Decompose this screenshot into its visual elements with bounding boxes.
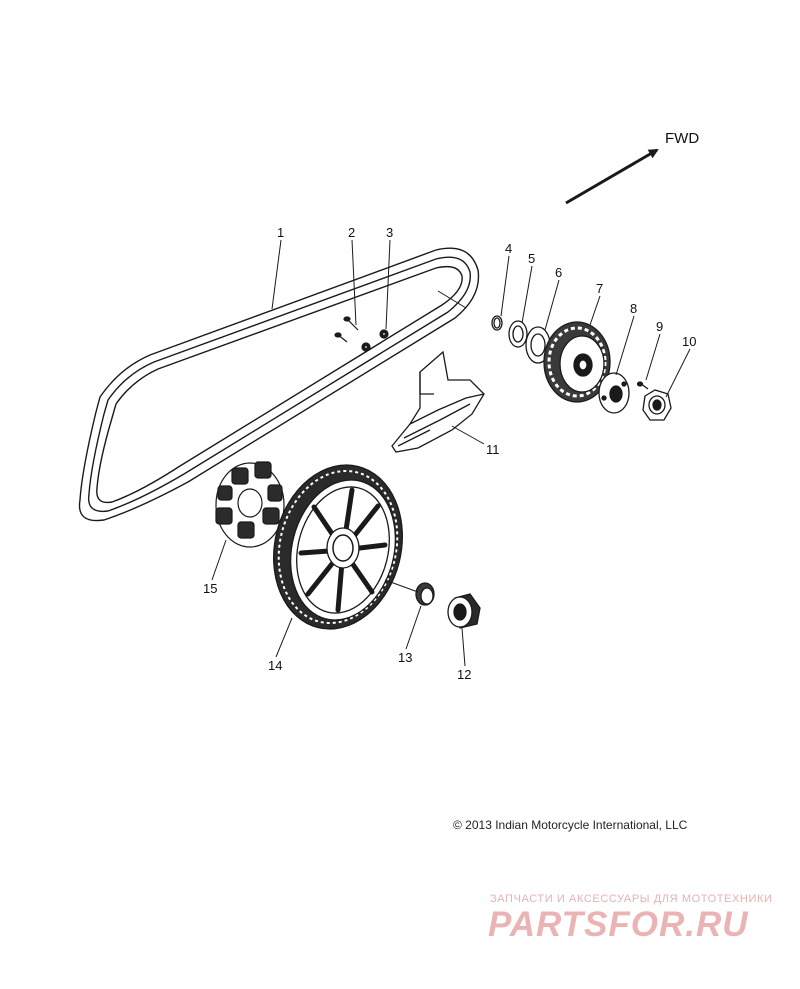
watermark-logo: PARTSFOR.RU <box>488 905 749 944</box>
callout-3: 3 <box>386 225 393 240</box>
rear-pulley <box>273 464 403 630</box>
fwd-arrow-icon <box>565 148 659 205</box>
bolt-part-2 <box>334 316 359 343</box>
callout-5: 5 <box>528 251 535 266</box>
callout-14: 14 <box>268 658 282 673</box>
callout-7: 7 <box>596 281 603 296</box>
screw-part-9 <box>636 381 649 390</box>
wheel-spacer <box>415 582 435 606</box>
watermark-tagline: ЗАПЧАСТИ И АКСЕССУАРЫ ДЛЯ МОТОТЕХНИКИ <box>490 893 773 905</box>
fwd-label: FWD <box>665 130 699 147</box>
sprocket-nut <box>642 389 672 421</box>
callout-15: 15 <box>203 581 217 596</box>
leader-lines <box>211 239 691 667</box>
copyright-notice: © 2013 Indian Motorcycle International, … <box>453 818 688 832</box>
front-sprocket <box>543 321 611 403</box>
callout-2: 2 <box>348 225 355 240</box>
spacer-ring-part-4 <box>491 315 503 331</box>
nut-part-3 <box>361 329 389 352</box>
cush-drive-damper <box>215 461 285 548</box>
callout-10: 10 <box>682 334 696 349</box>
callout-11: 11 <box>486 442 500 457</box>
callout-8: 8 <box>630 301 637 316</box>
drive-belt <box>78 247 480 522</box>
callout-9: 9 <box>656 319 663 334</box>
callout-13: 13 <box>398 650 412 665</box>
wheel-bearing <box>447 593 481 629</box>
callout-6: 6 <box>555 265 562 280</box>
lock-plate <box>598 372 630 414</box>
callout-12: 12 <box>457 667 471 682</box>
seal-part-5 <box>508 320 528 348</box>
callout-1: 1 <box>277 225 284 240</box>
callout-4: 4 <box>505 241 512 256</box>
belt-guard-bracket <box>391 350 485 453</box>
